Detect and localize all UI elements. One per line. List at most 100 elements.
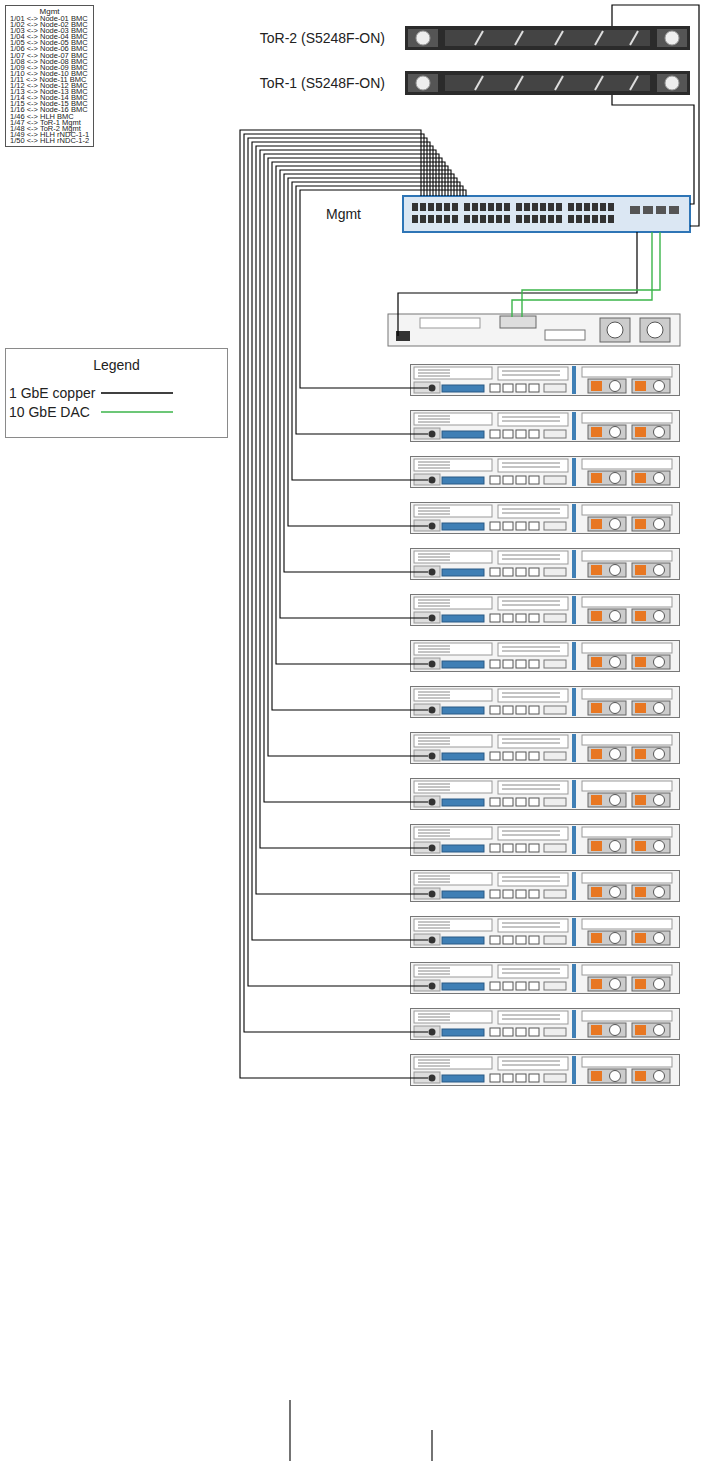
switch-port: [488, 203, 494, 211]
node-title: ToR-2 (S5248F-ON): [260, 30, 385, 46]
bmc-cable: [284, 174, 454, 572]
switch-port: [412, 215, 418, 223]
switch-port: [516, 203, 522, 211]
switch-port: [568, 203, 574, 211]
switch-port: [608, 203, 614, 211]
switch-port: [516, 215, 522, 223]
mgmt-cable: [612, 5, 699, 226]
sfp-port: [656, 206, 666, 214]
server-node: [411, 411, 680, 442]
mgmt-switch: Mgmt: [403, 196, 690, 232]
bmc-cable: [244, 134, 428, 1032]
switch-port: [428, 215, 434, 223]
server-node: [411, 503, 680, 534]
bmc-cable: [268, 158, 442, 756]
table-row: 1/50 <-> HLH rNDC-1-2: [10, 138, 89, 144]
switch-port: [568, 215, 574, 223]
server-node: [411, 365, 680, 396]
mgmt-cable: [612, 95, 694, 204]
bmc-cable: [288, 178, 457, 526]
server-node: [411, 733, 680, 764]
port-table: Mgmt1/01 <-> Node-01 BMC1/02 <-> Node-02…: [5, 5, 94, 147]
node-title: Legend: [6, 357, 227, 373]
switch-port: [504, 215, 510, 223]
bmc-cable: [260, 150, 436, 848]
bmc-cable: [276, 166, 448, 664]
bmc-cable: [292, 182, 460, 480]
tor-switch: ToR-1 (S5248F-ON): [405, 71, 690, 95]
legend-row: 1 GbE copper: [9, 384, 95, 400]
switch-port: [584, 203, 590, 211]
switch-port: [496, 203, 502, 211]
switch-port: [480, 215, 486, 223]
bmc-cable: [431, 1430, 432, 1461]
bmc-cable: [252, 142, 430, 940]
switch-port: [548, 215, 554, 223]
legend-sample: [101, 411, 173, 413]
bmc-cable: [280, 170, 451, 618]
switch-port: [504, 203, 510, 211]
switch-port: [548, 203, 554, 211]
switch-port: [576, 203, 582, 211]
bmc-cable: [272, 162, 445, 710]
switch-port: [436, 215, 442, 223]
bmc-cable: [264, 154, 439, 802]
legend-line: [101, 384, 173, 400]
node-title: ToR-1 (S5248F-ON): [260, 75, 385, 91]
legend-row: 10 GbE DAC: [9, 403, 90, 419]
tor-switch: ToR-2 (S5248F-ON): [405, 26, 690, 50]
switch-port: [576, 215, 582, 223]
switch-port: [556, 215, 562, 223]
switch-port: [464, 215, 470, 223]
legend-sample: [101, 392, 173, 394]
switch-port: [540, 203, 546, 211]
switch-port: [600, 215, 606, 223]
server-node: [411, 1009, 680, 1040]
switch-port: [532, 203, 538, 211]
legend-text: 10 GbE DAC: [9, 404, 90, 420]
switch-port: [532, 215, 538, 223]
switch-port: [496, 215, 502, 223]
legend-text: 1 GbE copper: [9, 385, 95, 401]
switch-port: [452, 203, 458, 211]
switch-port: [420, 203, 426, 211]
switch-port: [524, 215, 530, 223]
sfp-port: [643, 206, 653, 214]
bmc-cable: [300, 190, 466, 388]
sfp-port: [669, 206, 679, 214]
node-title: Mgmt: [10, 7, 89, 16]
switch-port: [472, 203, 478, 211]
legend-box: Legend 1 GbE copper 10 GbE DAC: [5, 348, 228, 438]
server-node: [411, 641, 680, 672]
server-node: [411, 963, 680, 994]
server-node: [411, 871, 680, 902]
switch-port: [444, 203, 450, 211]
node-title: Mgmt: [326, 206, 361, 222]
server-node: [411, 1055, 680, 1086]
switch-port: [600, 203, 606, 211]
switch-port: [556, 203, 562, 211]
switch-port: [472, 215, 478, 223]
switch-port: [464, 203, 470, 211]
server-node: [411, 549, 680, 580]
switch-port: [540, 215, 546, 223]
server-node: [411, 917, 680, 948]
bmc-cable: [296, 186, 463, 434]
switch-port: [592, 215, 598, 223]
switch-port: [428, 203, 434, 211]
switch-port: [592, 203, 598, 211]
switch-port: [584, 215, 590, 223]
server-node: [411, 457, 680, 488]
switch-port: [488, 215, 494, 223]
server-node: [411, 779, 680, 810]
switch-port: [412, 203, 418, 211]
legend-line: [101, 403, 173, 419]
bmc-cable: [256, 146, 433, 894]
bmc-cable: [289, 1400, 290, 1461]
switch-port: [480, 203, 486, 211]
server-node: [411, 687, 680, 718]
switch-port: [452, 215, 458, 223]
switch-port: [444, 215, 450, 223]
switch-port: [524, 203, 530, 211]
switch-port: [436, 203, 442, 211]
